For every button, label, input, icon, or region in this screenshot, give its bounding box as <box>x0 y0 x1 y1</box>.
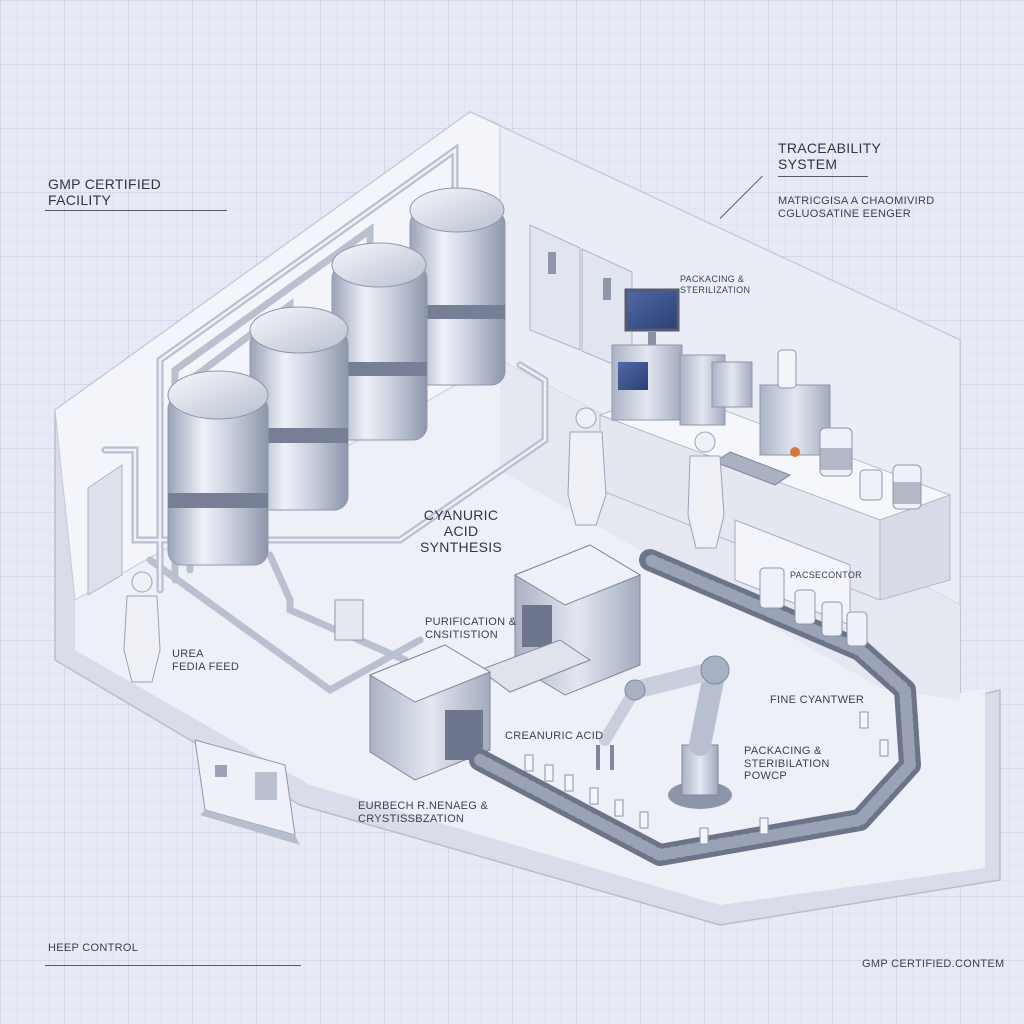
computer-monitor-icon <box>611 288 726 426</box>
status-light <box>790 447 800 457</box>
conveyor-icon <box>469 549 921 866</box>
side-door <box>87 464 123 596</box>
leader-line <box>778 176 868 177</box>
leader-line <box>45 965 301 966</box>
control-board <box>194 739 300 845</box>
synthesis-machine <box>478 544 642 696</box>
purification-label: PURIFICATION &CNSITISTION <box>425 616 517 641</box>
tank-icon <box>167 370 269 566</box>
jar-icon <box>759 567 868 647</box>
lab-bench-side <box>879 494 951 601</box>
eurbech-label: EURBECH R.NENAEG &CRYSTISSBZATION <box>358 800 489 825</box>
heep-control-label: HEEP CONTROL <box>48 942 139 954</box>
lab-instrument <box>759 384 831 456</box>
worker-icon <box>123 571 161 683</box>
gmp-contem-label: GMP CERTIFIED.CONTEM <box>862 958 1005 970</box>
bottles-on-conveyor <box>524 711 889 845</box>
worker-icon <box>687 431 725 549</box>
pacsecontor-label: PACSECONTOR <box>790 570 862 580</box>
worker-icon <box>567 407 607 526</box>
reactor-tanks <box>167 187 506 566</box>
lab-instrument <box>711 361 753 408</box>
tank-icon <box>331 242 428 441</box>
door-window <box>603 278 611 300</box>
tank-icon <box>409 187 506 386</box>
door-window <box>548 252 556 274</box>
fine-cyantwer-label: FINE CYANTWER <box>770 694 865 706</box>
creanuric-acid-label: CREANURIC ACID <box>505 730 604 742</box>
purification-machine <box>334 599 492 781</box>
leader-line <box>45 210 227 211</box>
door-left <box>529 224 581 351</box>
lab-instrument <box>777 349 797 389</box>
jar-icon <box>819 427 922 510</box>
packaging-lab-label: PACKACING &STERILIZATION <box>680 274 751 295</box>
robot-arm-icon <box>596 655 732 809</box>
tank-icon <box>249 306 349 511</box>
